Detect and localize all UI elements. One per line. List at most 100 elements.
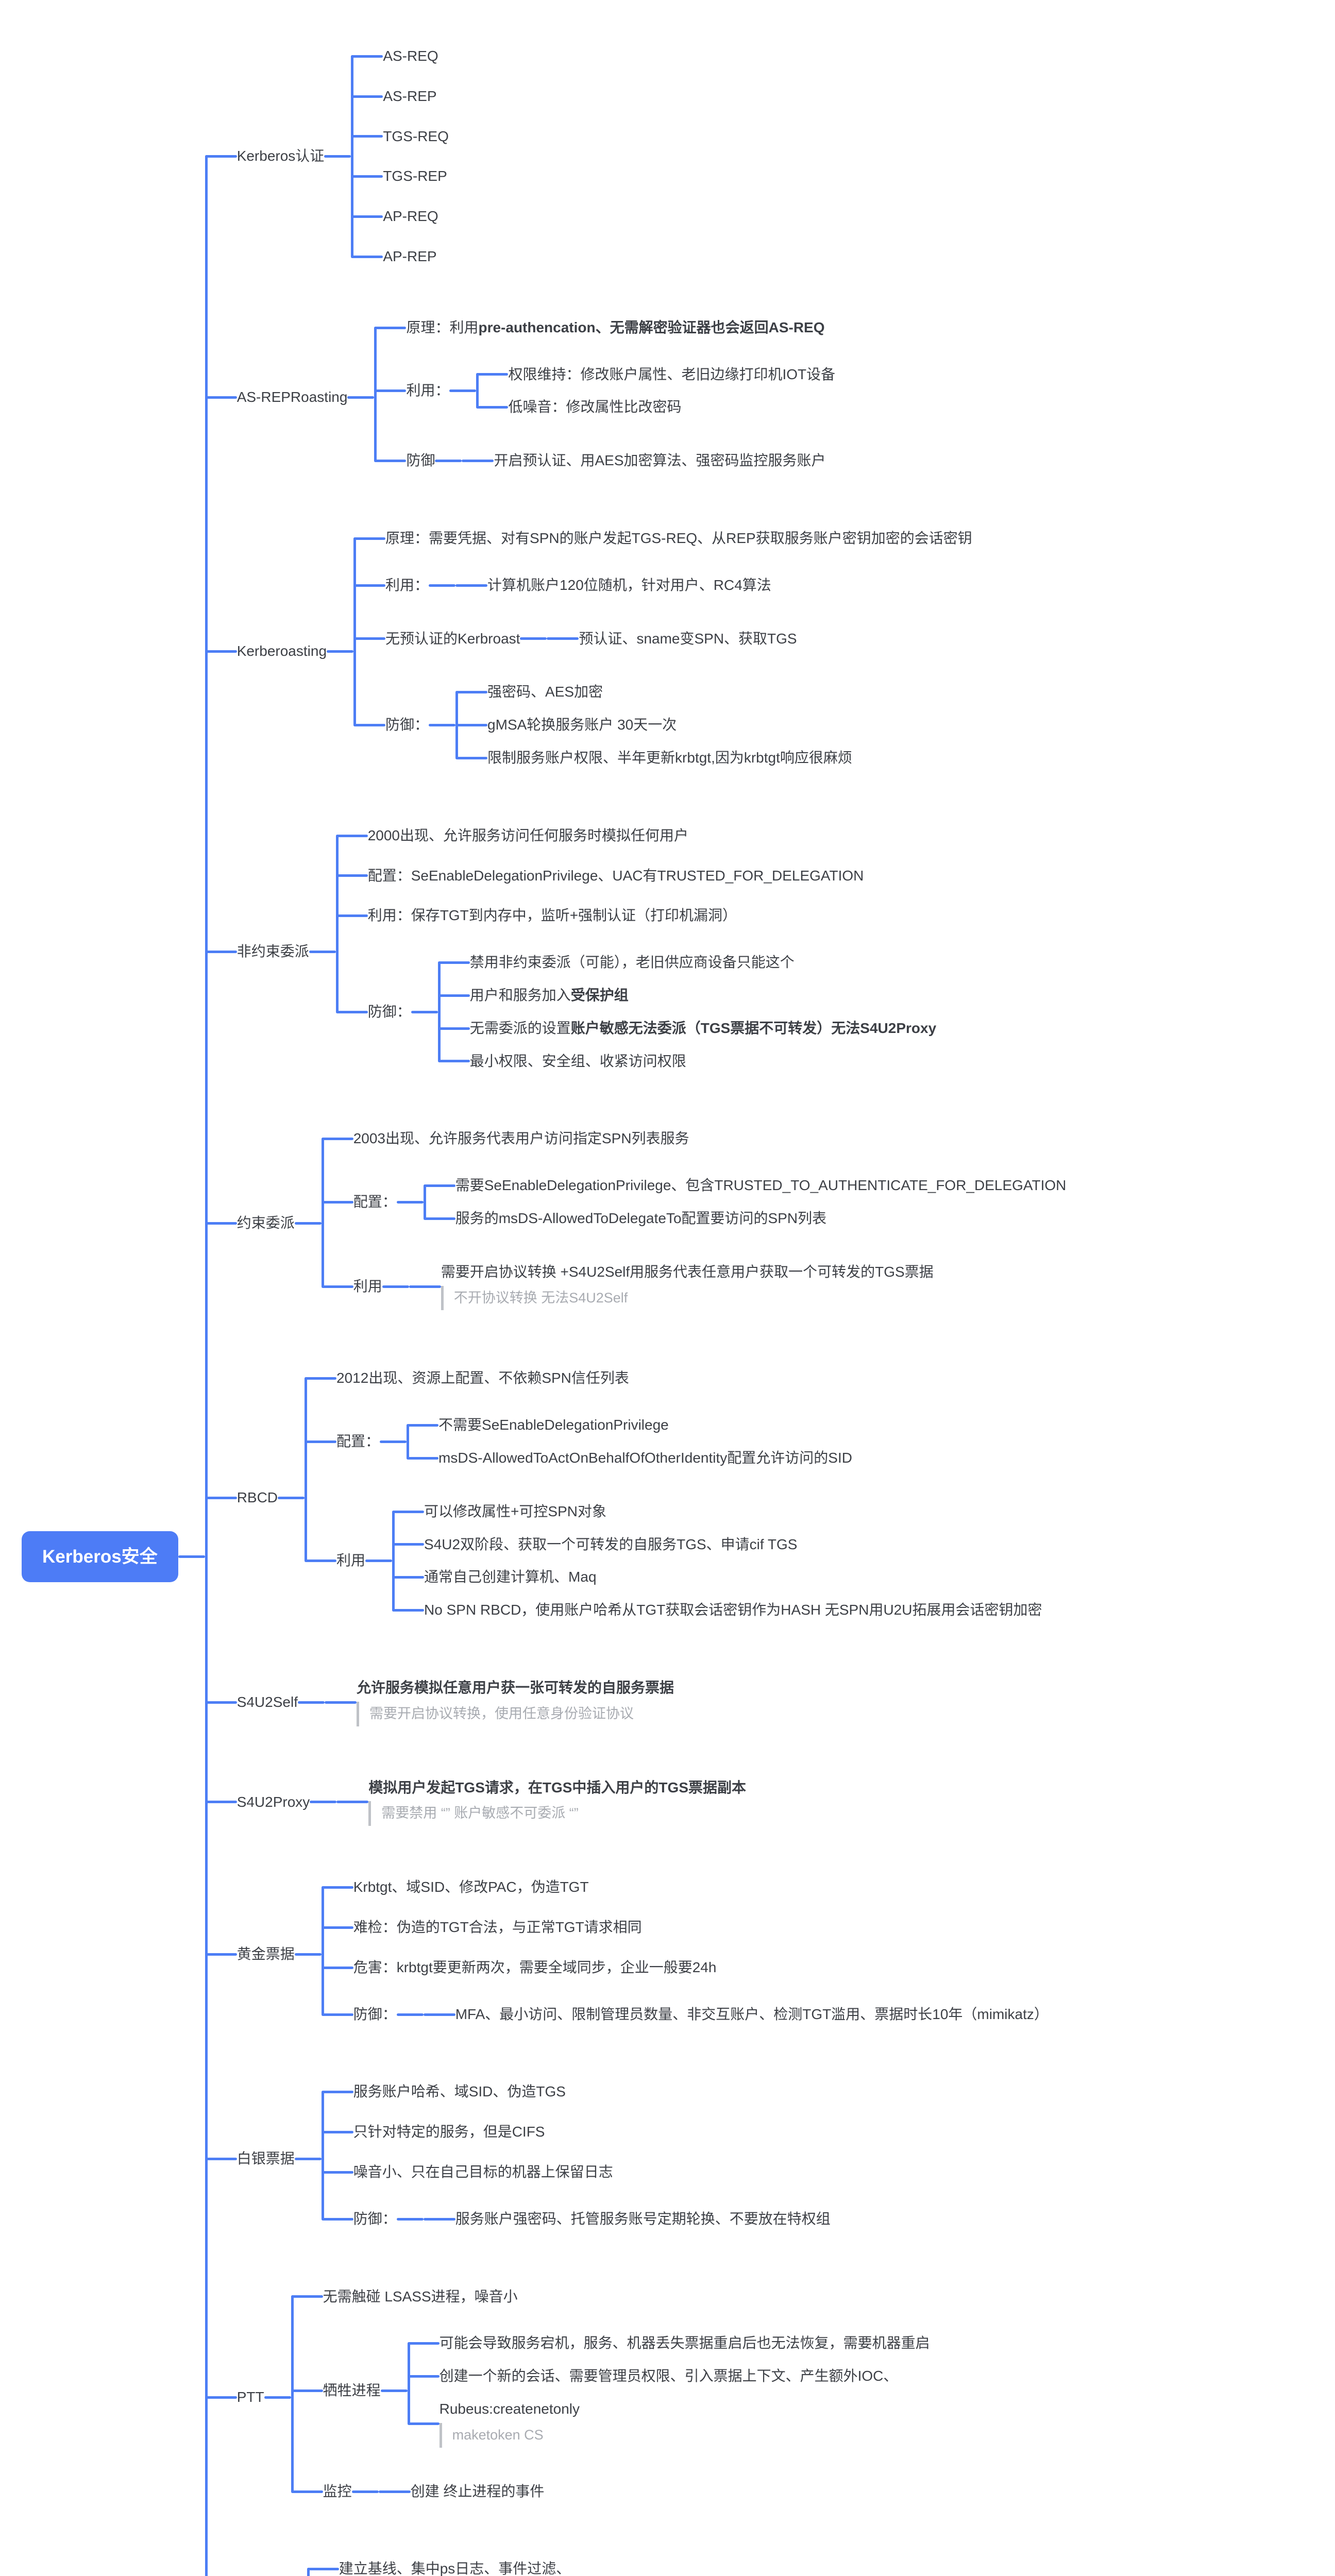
node-exploit[interactable]: 利用： bbox=[406, 381, 449, 400]
node-principle[interactable]: 原理：需要凭据、对有SPN的账户发起TGS-REQ、从REP获取服务账户密钥加密… bbox=[385, 529, 972, 548]
node-sensitive-account[interactable]: 无需委派的设置账户敏感无法委派（TGS票据不可转发）无法S4U2Proxy bbox=[470, 1019, 936, 1038]
node-overview[interactable]: 2000出现、允许服务访问任何服务时模拟任何用户 bbox=[368, 826, 688, 845]
node-label: 最小权限、安全组、收紧访问权限 bbox=[469, 1053, 686, 1069]
node-ap-rep[interactable]: AP-REP bbox=[383, 247, 436, 266]
node-defense-detail[interactable]: 开启预认证、用AES加密算法、强密码监控服务账户 bbox=[494, 451, 825, 470]
branch-s4u2self-detail: 允许服务模拟任意用户获一张可转发的自服务票据需要开启协议转换，使用任意身份验证协… bbox=[324, 1668, 674, 1737]
node-low-noise[interactable]: 噪音小、只在自己目标的机器上保留日志 bbox=[353, 2162, 613, 2182]
node-principle[interactable]: 原理：利用pre-authencation、无需解密验证器也会返回AS-REQ bbox=[406, 318, 824, 337]
node-exploit[interactable]: 利用： bbox=[385, 575, 429, 595]
node-service-crash[interactable]: 可能会导致服务宕机，服务、机器丢失票据重启后也无法恢复，需要机器重启 bbox=[440, 2333, 930, 2353]
branch-no-spn-rbcd: No SPN RBCD，使用账户哈希从TGT获取会话密钥作为HASH 无SPN用… bbox=[392, 1594, 1042, 1626]
node-no-preauth-kerberoast[interactable]: 无预认证的Kerbroast bbox=[385, 629, 520, 649]
node-forge-tgs[interactable]: 服务账户哈希、域SID、伪造TGS bbox=[353, 2082, 566, 2102]
node-exploit[interactable]: 利用：保存TGT到内存中，监听+强制认证（打印机漏洞） bbox=[368, 906, 737, 925]
node-s4u2proxy[interactable]: S4U2Proxy bbox=[237, 1792, 310, 1812]
node-monitor[interactable]: 监控 bbox=[323, 2482, 352, 2501]
branch-config: 配置： 需要SeEnableDelegationPrivilege、包含TRUST… bbox=[321, 1159, 1067, 1245]
node-sacrificial-process[interactable]: 牺牲进程 bbox=[323, 2381, 381, 2400]
node-config[interactable]: 配置：SeEnableDelegationPrivilege、UAC有TRUST… bbox=[368, 866, 864, 886]
node-defense[interactable]: 防御： bbox=[368, 1002, 411, 1022]
node-tgs-req[interactable]: TGS-REQ bbox=[383, 127, 449, 146]
node-config[interactable]: 配置： bbox=[353, 1192, 397, 1212]
node-sid-config[interactable]: msDS-AllowedToActOnBehalfOfOtherIdentity… bbox=[438, 1448, 852, 1468]
branch-kerberoasting: Kerberoasting 原理：需要凭据、对有SPN的账户发起TGS-REQ、从… bbox=[205, 502, 1233, 800]
node-label: 监控 bbox=[323, 2483, 352, 2499]
node-hard-to-detect[interactable]: 难检：伪造的TGT合法，与正常TGT请求相同 bbox=[353, 1918, 642, 1937]
node-disable-delegation[interactable]: 禁用非约束委派（可能），老旧供应商设备只能这个 bbox=[470, 953, 795, 972]
node-label: 创建一个新的会话、需要管理员权限、引入票据上下文、产生额外IOC、 bbox=[439, 2368, 898, 2384]
node-low-noise[interactable]: 低噪音：修改属性比改密码 bbox=[508, 397, 681, 417]
node-exploit[interactable]: 利用 bbox=[336, 1551, 365, 1570]
node-rbcd[interactable]: RBCD bbox=[237, 1488, 278, 1507]
node-silver-ticket[interactable]: 白银票据 bbox=[237, 2149, 295, 2168]
node-as-req[interactable]: AS-REQ bbox=[383, 46, 438, 66]
node-config-spn-list[interactable]: 服务的msDS-AllowedToDelegateTo配置要访问的SPN列表 bbox=[455, 1209, 826, 1228]
node-no-privilege-needed[interactable]: 不需要SeEnableDelegationPrivilege bbox=[438, 1415, 669, 1435]
node-forge-tgt[interactable]: Krbtgt、域SID、修改PAC，伪造TGT bbox=[353, 1877, 589, 1897]
node-unconstrained-delegation[interactable]: 非约束委派 bbox=[237, 942, 309, 961]
node-exploit[interactable]: 利用 bbox=[353, 1277, 382, 1296]
node-s4u2self[interactable]: S4U2Self bbox=[237, 1692, 298, 1712]
node-label: 防御： bbox=[353, 2210, 397, 2227]
children-group: 模拟用户发起TGS请求，在TGS中插入用户的TGS票据副本需要禁用 “” 账户敏… bbox=[310, 1768, 746, 1837]
node-no-lsass[interactable]: 无需触碰 LSASS进程，噪音小 bbox=[323, 2287, 518, 2307]
node-overview[interactable]: 2012出现、资源上配置、不依赖SPN信任列表 bbox=[336, 1368, 629, 1388]
branch-impact: 危害：krbtgt要更新两次，需要全域同步，企业一般要24h bbox=[321, 1947, 1049, 1988]
node-persistence[interactable]: 权限维持：修改账户属性、老旧边缘打印机IOT设备 bbox=[508, 365, 835, 384]
node-defense-detail[interactable]: MFA、最小访问、限制管理员数量、非交互账户、检测TGT滥用、票据时长10年（m… bbox=[455, 2005, 1049, 2024]
node-overview[interactable]: 2003出现、允许服务代表用户访问指定SPN列表服务 bbox=[353, 1129, 689, 1148]
node-kerberos-security[interactable]: Kerberos安全 bbox=[22, 1531, 178, 1583]
branch-s4u2-two-phase: S4U2双阶段、获取一个可转发的自服务TGS、申请cif TGS bbox=[392, 1528, 1042, 1561]
node-exploit-detail[interactable]: 计算机账户120位随机，针对用户、RC4算法 bbox=[487, 575, 771, 595]
node-label: 服务账户强密码、托管服务账号定期轮换、不要放在特权组 bbox=[455, 2210, 831, 2227]
node-label: gMSA轮换服务账户 30天一次 bbox=[487, 717, 677, 733]
branch-defense-detail: 服务账户强密码、托管服务账号定期轮换、不要放在特权组 bbox=[423, 2202, 831, 2235]
node-as-rep[interactable]: AS-REP bbox=[383, 87, 436, 106]
node-label: 2003出现、允许服务代表用户访问指定SPN列表服务 bbox=[353, 1130, 689, 1147]
node-no-preauth-detail[interactable]: 预认证、sname变SPN、获取TGS bbox=[579, 629, 797, 649]
node-defense[interactable]: 防御： bbox=[385, 715, 429, 735]
node-s4u2self-detail[interactable]: 允许服务模拟任意用户获一张可转发的自服务票据需要开启协议转换，使用任意身份验证协… bbox=[356, 1678, 674, 1726]
node-protected-group[interactable]: 用户和服务加入受保护组 bbox=[470, 986, 629, 1005]
branch-unconstrained-delegation: 非约束委派 2000出现、允许服务访问任何服务时模拟任何用户配置：SeEnable… bbox=[205, 800, 1233, 1104]
node-label: 计算机账户120位随机，针对用户、RC4算法 bbox=[487, 577, 771, 593]
node-config-privilege[interactable]: 需要SeEnableDelegationPrivilege、包含TRUSTED_… bbox=[455, 1176, 1067, 1195]
node-least-privilege[interactable]: 最小权限、安全组、收紧访问权限 bbox=[470, 1052, 686, 1071]
node-defense[interactable]: 防御 bbox=[406, 451, 435, 470]
node-s4u2-two-phase[interactable]: S4U2双阶段、获取一个可转发的自服务TGS、申请cif TGS bbox=[424, 1535, 797, 1554]
node-ap-req[interactable]: AP-REQ bbox=[383, 207, 438, 226]
branch-no-preauth-detail: 预认证、sname变SPN、获取TGS bbox=[547, 622, 797, 655]
node-s4u2proxy-detail[interactable]: 模拟用户发起TGS请求，在TGS中插入用户的TGS票据副本需要禁用 “” 账户敏… bbox=[368, 1778, 746, 1826]
node-tgs-rep[interactable]: TGS-REP bbox=[383, 166, 447, 186]
node-modify-attr[interactable]: 可以修改属性+可控SPN对象 bbox=[424, 1502, 606, 1521]
node-specific-service[interactable]: 只针对特定的服务，但是CIFS bbox=[353, 2122, 545, 2142]
node-defense[interactable]: 防御： bbox=[353, 2005, 397, 2024]
branch-sensitive-account: 无需委派的设置账户敏感无法委派（TGS票据不可转发）无法S4U2Proxy bbox=[437, 1011, 936, 1045]
children-group: 原理：需要凭据、对有SPN的账户发起TGS-REQ、从REP获取服务账户密钥加密… bbox=[327, 518, 972, 785]
node-defense[interactable]: 防御： bbox=[353, 2209, 397, 2229]
node-note: maketoken CS bbox=[439, 2422, 580, 2448]
node-gmsa-rotation[interactable]: gMSA轮换服务账户 30天一次 bbox=[487, 715, 677, 735]
node-kerberoasting[interactable]: Kerberoasting bbox=[237, 641, 327, 661]
node-impact[interactable]: 危害：krbtgt要更新两次，需要全域同步，企业一般要24h bbox=[353, 1958, 717, 1977]
node-exploit-detail[interactable]: 需要开启协议转换 +S4U2Self用服务代表任意用户获取一个可转发的TGS票据… bbox=[441, 1262, 934, 1311]
node-create-computer[interactable]: 通常自己创建计算机、Maq bbox=[424, 1567, 596, 1587]
node-no-spn-rbcd[interactable]: No SPN RBCD，使用账户哈希从TGT获取会话密钥作为HASH 无SPN用… bbox=[424, 1600, 1042, 1620]
node-monitor-detail[interactable]: 创建 终止进程的事件 bbox=[411, 2482, 545, 2501]
branch-exploit: 利用： 权限维持：修改账户属性、老旧边缘打印机IOT设备低噪音：修改属性比改密码 bbox=[374, 347, 835, 434]
node-baseline[interactable]: 建立基线、集中ps日志、事件过滤、 bbox=[339, 2559, 571, 2576]
node-constrained-delegation[interactable]: 约束委派 bbox=[237, 1213, 295, 1233]
node-as-rep-roasting[interactable]: AS-REPRoasting bbox=[237, 387, 348, 407]
node-kerberos-auth[interactable]: Kerberos认证 bbox=[237, 146, 325, 166]
node-golden-ticket[interactable]: 黄金票据 bbox=[237, 1944, 295, 1964]
node-strong-password[interactable]: 强密码、AES加密 bbox=[487, 682, 603, 702]
children-group: 计算机账户120位随机，针对用户、RC4算法 bbox=[429, 569, 771, 602]
node-ptt[interactable]: PTT bbox=[237, 2387, 264, 2407]
node-config[interactable]: 配置： bbox=[336, 1432, 380, 1451]
node-defense-detail[interactable]: 服务账户强密码、托管服务账号定期轮换、不要放在特权组 bbox=[455, 2209, 831, 2229]
node-new-session[interactable]: 创建一个新的会话、需要管理员权限、引入票据上下文、产生额外IOC、 bbox=[440, 2366, 898, 2386]
node-label: 噪音小、只在自己目标的机器上保留日志 bbox=[353, 2164, 613, 2180]
node-limit-service-account[interactable]: 限制服务账户权限、半年更新krbtgt,因为krbtgt响应很麻烦 bbox=[487, 748, 852, 768]
